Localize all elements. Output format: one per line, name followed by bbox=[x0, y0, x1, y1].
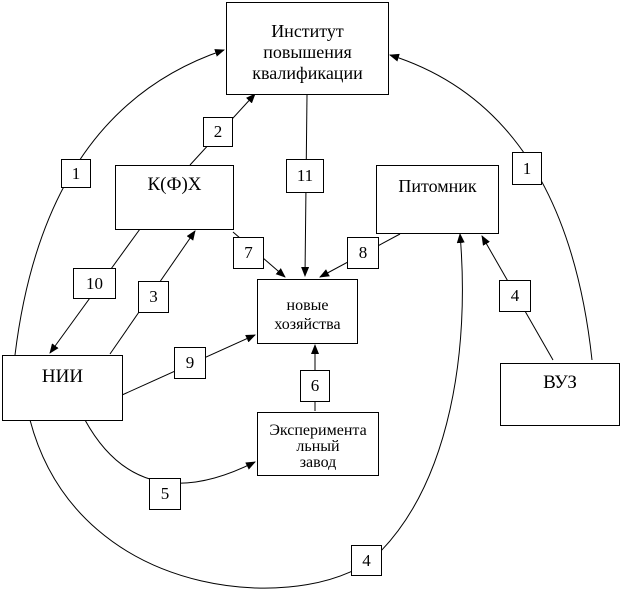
label-nii-farms: 9 bbox=[174, 347, 206, 379]
plant-line: завод bbox=[299, 454, 337, 471]
nii-label: НИИ bbox=[41, 366, 84, 387]
label-nii-nursery: 4 bbox=[351, 545, 382, 576]
label-kfh-farms: 7 bbox=[233, 237, 264, 269]
kfh-label: К(Ф)Х bbox=[147, 174, 202, 195]
label-nii-plant: 5 bbox=[149, 478, 181, 510]
node-plant: Эксперимента льный завод bbox=[257, 412, 379, 476]
arrow-nii-plant bbox=[84, 419, 256, 484]
plant-line: Эксперимента bbox=[269, 422, 367, 439]
farms-line: новые bbox=[286, 297, 329, 315]
plant-line: льный bbox=[296, 438, 340, 455]
nursery-label: Питомник bbox=[398, 176, 477, 196]
vuz-label: ВУЗ bbox=[543, 372, 577, 393]
node-new-farms: новые хозяйства bbox=[257, 279, 358, 344]
node-kfh: К(Ф)Х bbox=[115, 165, 234, 230]
node-vuz: ВУЗ bbox=[500, 363, 620, 426]
label-nii-institute: 1 bbox=[61, 159, 91, 188]
label-kfh-institute: 2 bbox=[203, 117, 233, 147]
node-institute: Институт повышения квалификации bbox=[226, 2, 389, 95]
institute-line: Институт bbox=[271, 21, 344, 42]
farms-line: хозяйства bbox=[274, 315, 341, 333]
label-plant-farms: 6 bbox=[300, 370, 330, 402]
institute-line: повышения bbox=[263, 42, 352, 63]
label-kfh-nii: 10 bbox=[73, 268, 116, 299]
label-vuz-nursery: 4 bbox=[499, 280, 531, 312]
arrow-nii-institute bbox=[14, 49, 225, 356]
label-nursery-farms: 8 bbox=[347, 237, 379, 269]
node-nursery: Питомник bbox=[376, 165, 499, 234]
institute-line: квалификации bbox=[252, 62, 363, 83]
label-nii-kfh: 3 bbox=[138, 281, 169, 313]
label-institute-farms: 11 bbox=[286, 159, 324, 193]
node-nii: НИИ bbox=[2, 355, 123, 421]
label-vuz-institute: 1 bbox=[512, 152, 542, 185]
